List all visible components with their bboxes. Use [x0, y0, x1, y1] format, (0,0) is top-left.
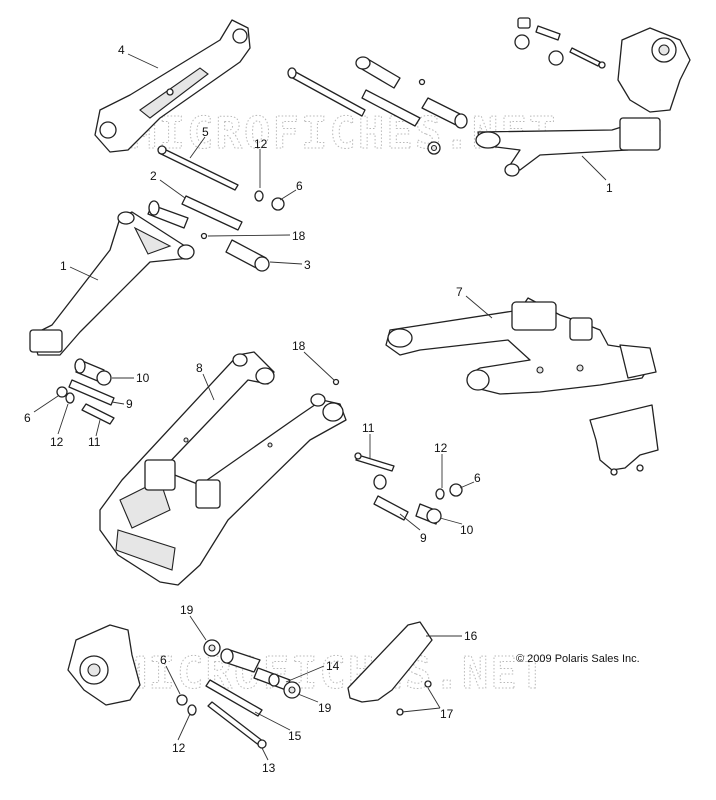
callout-12-left: 12	[50, 435, 64, 449]
guard-plate-right	[589, 404, 659, 476]
bushing-11-left	[81, 403, 115, 425]
nut-6-upper	[271, 197, 285, 211]
callout-11-left: 11	[88, 435, 101, 449]
callout-17: 17	[440, 707, 454, 721]
callout-7: 7	[456, 285, 463, 299]
callout-18-lower: 18	[292, 339, 306, 353]
bushing-top-1	[355, 56, 401, 89]
washer-12-center	[435, 488, 445, 500]
callout-19-upper: 19	[180, 603, 194, 617]
callout-19-lower: 19	[318, 701, 332, 715]
control-arm-left	[29, 211, 195, 356]
callout-5: 5	[202, 125, 209, 139]
control-arm-top	[475, 117, 661, 177]
frame-part-8	[99, 351, 347, 586]
tube-9-left	[68, 379, 115, 406]
bushing-10-left	[74, 358, 112, 386]
callout-11-center: 11	[362, 421, 375, 435]
callouts: 4 5 12 6 2 18 3 1 1 7 10 9 11 6 12 8 18 …	[24, 43, 613, 775]
bushing-center	[373, 474, 387, 490]
washer-12-left	[65, 392, 75, 404]
callout-16: 16	[464, 629, 478, 643]
bushing-large-center	[220, 648, 261, 673]
callout-10-center: 10	[460, 523, 474, 537]
bushing-10-center	[415, 503, 442, 525]
guard-plate-16	[347, 621, 433, 716]
callout-6-upper: 6	[296, 179, 303, 193]
callout-6-bottom: 6	[160, 653, 167, 667]
callout-9-center: 9	[420, 531, 427, 545]
nut-top	[427, 141, 441, 155]
callout-9-left: 9	[126, 397, 133, 411]
callout-2: 2	[150, 169, 157, 183]
bolt-13	[207, 701, 267, 749]
callout-1-top: 1	[606, 181, 613, 195]
nut-6-bottom	[176, 694, 188, 706]
tube-part-2	[181, 195, 243, 231]
bolt-11-center	[354, 452, 395, 472]
callout-18-upper: 18	[292, 229, 306, 243]
grease-fitting-top	[418, 78, 426, 86]
washer-6-left	[56, 386, 68, 398]
tube-9-center	[373, 495, 409, 521]
washer-12-upper	[254, 190, 264, 202]
callout-12-center: 12	[434, 441, 448, 455]
callout-12-bottom: 12	[172, 741, 186, 755]
swing-arm-part-7	[385, 297, 657, 395]
nut-6-center	[449, 483, 463, 497]
callout-13: 13	[262, 761, 276, 775]
bushing-part-2-upper	[147, 200, 189, 229]
spindle-bottom-left	[67, 624, 141, 706]
callout-10-left: 10	[136, 371, 150, 385]
tube-15	[205, 679, 263, 717]
callout-1-left: 1	[60, 259, 67, 273]
bushing-part-3	[225, 239, 270, 272]
callout-12-upper: 12	[254, 137, 268, 151]
bushing-top-2	[421, 97, 468, 129]
bracket-part-4	[94, 19, 251, 153]
spindle-top-right	[617, 27, 691, 113]
hardware-top-right	[514, 17, 606, 69]
leader-lines	[33, 53, 607, 761]
copyright-notice: © 2009 Polaris Sales Inc.	[516, 653, 640, 665]
washer-12-bottom	[187, 704, 197, 716]
grease-fitting-18-lower	[332, 378, 340, 386]
rod-top-long	[287, 67, 366, 117]
bushing-19-upper	[203, 639, 221, 657]
rod-part-5	[157, 145, 239, 191]
callout-6-left: 6	[24, 411, 31, 425]
grease-fitting-18-upper	[200, 232, 208, 240]
callout-14: 14	[326, 659, 340, 673]
callout-3: 3	[304, 258, 311, 272]
callout-6-center: 6	[474, 471, 481, 485]
callout-15: 15	[288, 729, 302, 743]
watermark-bottom: MICROFICHES.NET	[120, 648, 547, 699]
washer-19-lower	[283, 681, 301, 699]
tube-top	[361, 89, 421, 127]
callout-4: 4	[118, 43, 125, 57]
callout-8: 8	[196, 361, 203, 375]
